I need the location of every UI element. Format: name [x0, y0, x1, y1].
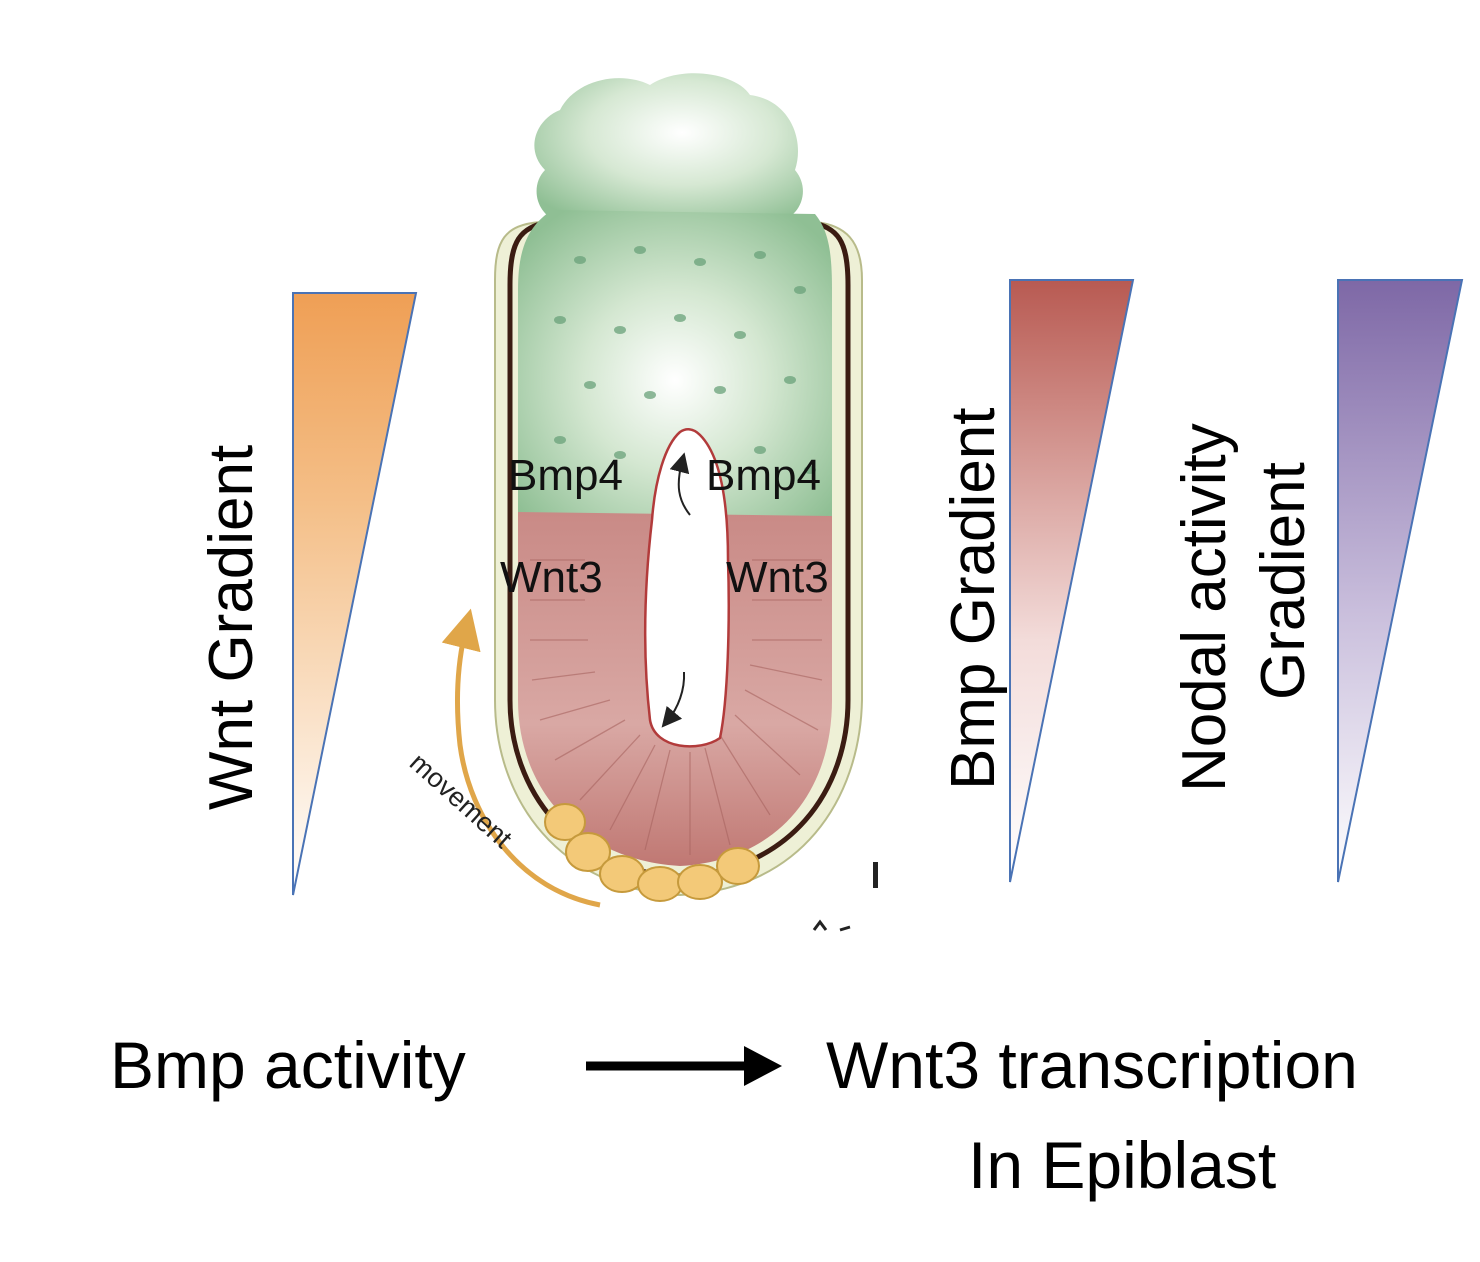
axis-tick-fragment	[873, 862, 878, 888]
cavity-arrow-down	[661, 671, 686, 728]
bmp-gradient-wedge	[1009, 279, 1135, 883]
cavity-arrow-up	[669, 452, 691, 516]
bmp4-left-label: Bmp4	[508, 451, 623, 500]
relation-target-line1: Wnt3 transcription	[826, 1028, 1358, 1102]
movement-arrow	[441, 608, 601, 908]
wnt3-right-label: Wnt3	[726, 553, 829, 602]
relation: Bmp activity Wnt3 transcription In Epibl…	[110, 1028, 1358, 1202]
bmp-gradient-label: Bmp Gradient	[939, 407, 1008, 790]
ectoplacental-cone	[534, 73, 803, 222]
wnt3-left-label: Wnt3	[500, 553, 603, 602]
proamniotic-cavity	[643, 428, 730, 748]
relation-target-line2: In Epiblast	[968, 1128, 1276, 1202]
relation-arrow-head	[744, 1046, 782, 1086]
extraembryonic-cell-nuclei	[554, 246, 816, 474]
axis-label-fragment	[812, 919, 851, 932]
wnt-gradient-wedge	[292, 292, 418, 896]
wnt-gradient-label: Wnt Gradient	[197, 445, 266, 810]
bmp4-right-label: Bmp4	[706, 451, 821, 500]
nodal-gradient-wedge	[1337, 279, 1464, 883]
relation-source: Bmp activity	[110, 1028, 466, 1102]
embryo-illustration: movement Bmp4 Bmp4 Wnt3 Wnt3	[404, 73, 878, 932]
distal-endoderm-cells	[544, 803, 760, 902]
nodal-gradient-label-line2: Gradient	[1249, 462, 1318, 700]
wnt-gradient: Wnt Gradient	[197, 292, 418, 896]
epiblast-cell-lines	[530, 559, 823, 855]
nodal-gradient-label-line1: Nodal activity	[1170, 423, 1239, 792]
extraembryonic-ectoderm	[518, 210, 832, 520]
bmp-gradient: Bmp Gradient	[939, 279, 1135, 883]
nodal-gradient: Nodal activity Gradient	[1170, 279, 1464, 883]
